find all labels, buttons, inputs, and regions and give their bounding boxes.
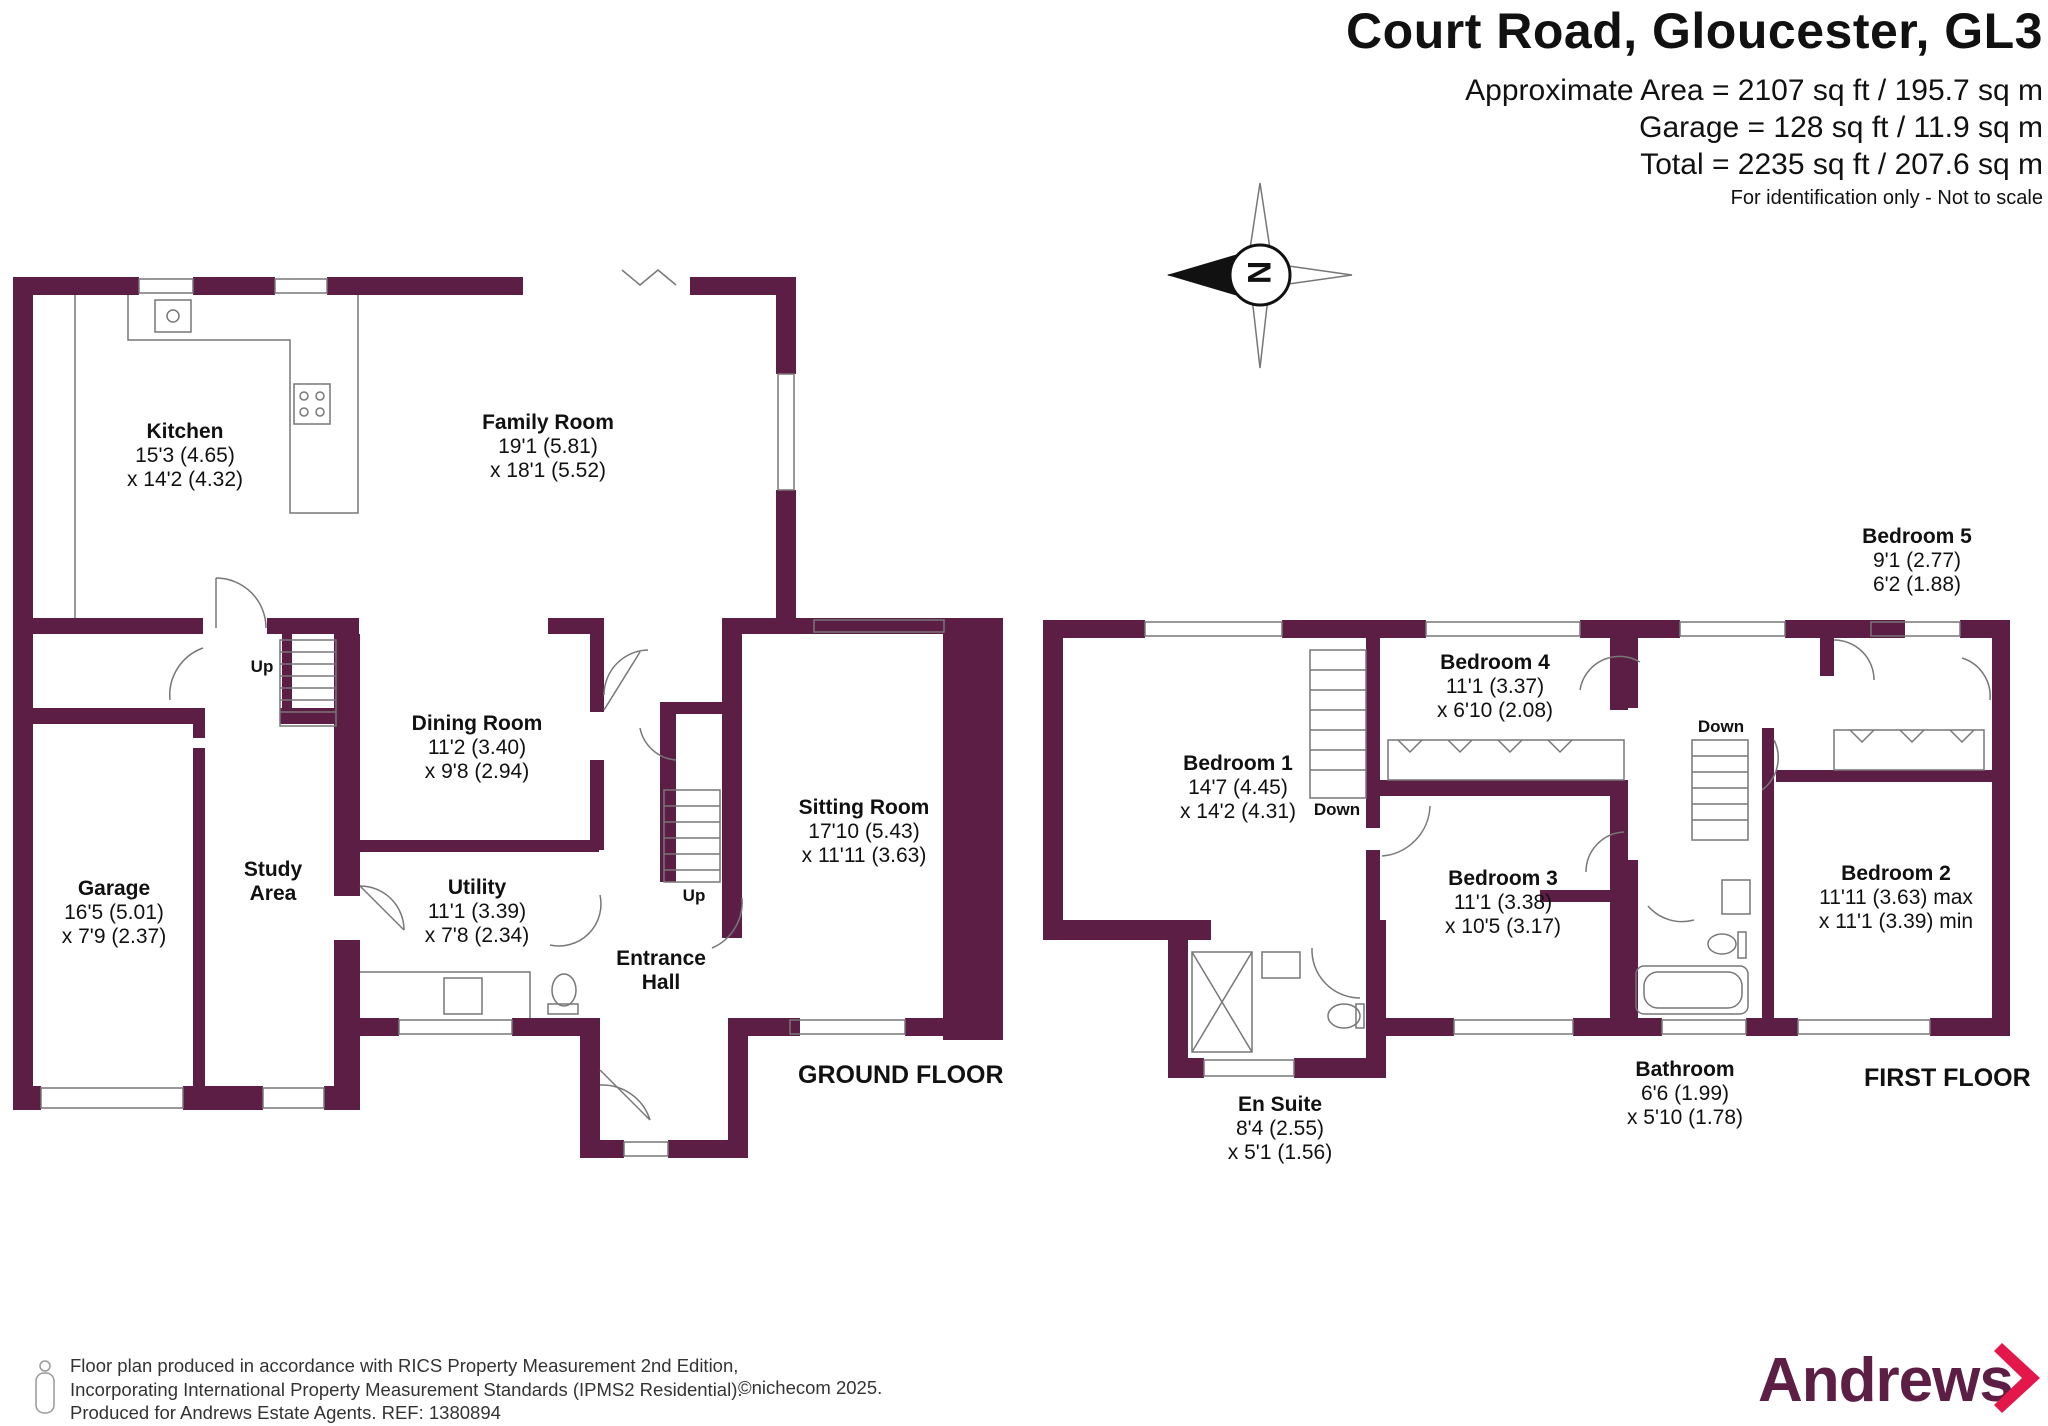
bedroom-4-label: Bedroom 4 11'1 (3.37) x 6'10 (2.08): [1437, 651, 1553, 723]
footer-line-3: Produced for Andrews Estate Agents. REF:…: [70, 1402, 501, 1423]
bathroom-dim1: 6'6 (1.99): [1640, 1082, 1730, 1105]
dining-room-name: Dining Room: [411, 712, 543, 735]
ground-floor-label: GROUND FLOOR: [798, 1061, 1004, 1089]
utility-name: Utility: [447, 876, 507, 899]
dining-room-dim1: 11'2 (3.40): [427, 736, 527, 759]
family-room-dim2: x 18'1 (5.52): [489, 459, 607, 482]
stairs-down-label-1: Down: [1313, 800, 1361, 819]
hall-name-line1: Entrance: [616, 947, 706, 970]
utility-label: Utility 11'1 (3.39) x 7'8 (2.34): [425, 876, 529, 948]
dining-room-label: Dining Room 11'2 (3.40) x 9'8 (2.94): [412, 712, 543, 784]
compass-rose: [1167, 182, 1353, 369]
footer-copyright: ©nichecom 2025.: [738, 1377, 883, 1398]
bathroom-dim2: x 5'10 (1.78): [1626, 1106, 1744, 1129]
bathroom-label: Bathroom 6'6 (1.99) x 5'10 (1.78): [1627, 1058, 1743, 1130]
bedroom-2-name: Bedroom 2: [1841, 862, 1951, 885]
garage-label: Garage 16'5 (5.01) x 7'9 (2.37): [62, 877, 166, 949]
first-floor-label: FIRST FLOOR: [1864, 1064, 2031, 1092]
en-suite-dim1: 8'4 (2.55): [1235, 1117, 1325, 1140]
stairs-up-label-2: Up: [682, 886, 706, 905]
study-area-label: Study Area: [244, 858, 302, 906]
utility-dim2: x 7'8 (2.34): [424, 924, 530, 947]
garage-name: Garage: [77, 877, 151, 900]
bedroom-1-dim1: 14'7 (4.45): [1188, 776, 1288, 799]
sitting-room-dim1: 17'10 (5.43): [808, 820, 920, 843]
garage-dim2: x 7'9 (2.37): [61, 925, 167, 948]
bedroom-5-dim1: 9'1 (2.77): [1872, 549, 1962, 572]
utility-dim1: 11'1 (3.39): [427, 900, 527, 923]
approx-area: Approximate Area = 2107 sq ft / 195.7 sq…: [1465, 74, 2043, 107]
scale-note: For identification only - Not to scale: [1730, 187, 2043, 209]
study-name-line1: Study: [243, 858, 303, 881]
footer-line-2: Incorporating International Property Mea…: [70, 1378, 743, 1400]
garage-area: Garage = 128 sq ft / 11.9 sq m: [1639, 111, 2043, 144]
family-room-name: Family Room: [482, 411, 614, 434]
person-scale-icon: [35, 1360, 55, 1414]
bedroom-2-dim2: x 11'1 (3.39) min: [1818, 910, 1974, 933]
bedroom-4-dim2: x 6'10 (2.08): [1436, 699, 1554, 722]
kitchen-dim2: x 14'2 (4.32): [126, 468, 244, 491]
sitting-room-label: Sitting Room 17'10 (5.43) x 11'11 (3.63): [799, 796, 930, 868]
sitting-room-dim2: x 11'11 (3.63): [801, 844, 927, 867]
first-floor-fixtures: [1144, 621, 1991, 1077]
bedroom-4-dim1: 11'1 (3.37): [1445, 675, 1545, 698]
bedroom-2-label: Bedroom 2 11'11 (3.63) max x 11'1 (3.39)…: [1819, 862, 1973, 934]
bedroom-4-name: Bedroom 4: [1440, 651, 1550, 674]
bedroom-3-dim2: x 10'5 (3.17): [1444, 915, 1562, 938]
total-area: Total = 2235 sq ft / 207.6 sq m: [1640, 148, 2043, 181]
brand-logo-text: Andrews: [1758, 1346, 2014, 1415]
bedroom-3-dim1: 11'1 (3.38): [1453, 891, 1553, 914]
sitting-room-name: Sitting Room: [798, 796, 930, 819]
kitchen-name: Kitchen: [146, 420, 224, 443]
footer-line-1: Floor plan produced in accordance with R…: [70, 1355, 739, 1376]
bedroom-5-label: Bedroom 5 9'1 (2.77) 6'2 (1.88): [1862, 525, 1972, 597]
bedroom-2-dim1: 11'11 (3.63) max: [1819, 886, 1973, 909]
en-suite-label: En Suite 8'4 (2.55) x 5'1 (1.56): [1228, 1093, 1332, 1165]
family-room-dim1: 19'1 (5.81): [498, 435, 598, 458]
bedroom-1-name: Bedroom 1: [1183, 752, 1293, 775]
bedroom-5-name: Bedroom 5: [1862, 525, 1972, 548]
entrance-hall-label: Entrance Hall: [616, 947, 706, 995]
hall-name-line2: Hall: [641, 971, 681, 994]
bedroom-1-dim2: x 14'2 (4.31): [1179, 800, 1297, 823]
bedroom-5-dim2: 6'2 (1.88): [1872, 573, 1962, 596]
bathroom-name: Bathroom: [1635, 1058, 1735, 1081]
bedroom-3-name: Bedroom 3: [1448, 867, 1558, 890]
ground-floor-walls: [13, 277, 1003, 1158]
brand-chevron-icon: [1994, 1343, 2040, 1413]
garage-dim1: 16'5 (5.01): [64, 901, 164, 924]
study-name-line2: Area: [249, 882, 297, 905]
kitchen-dim1: 15'3 (4.65): [135, 444, 235, 467]
property-title: Court Road, Gloucester, GL3: [1346, 3, 2043, 59]
stairs-up-label-1: Up: [250, 657, 274, 676]
stairs-down-label-2: Down: [1697, 717, 1745, 736]
footer-notes: Floor plan produced in accordance with R…: [70, 1354, 743, 1425]
family-room-label: Family Room 19'1 (5.81) x 18'1 (5.52): [482, 411, 614, 483]
ground-floor-fixtures: [40, 269, 945, 1157]
kitchen-label: Kitchen 15'3 (4.65) x 14'2 (4.32): [127, 420, 243, 492]
dining-room-dim2: x 9'8 (2.94): [424, 760, 530, 783]
bedroom-3-label: Bedroom 3 11'1 (3.38) x 10'5 (3.17): [1445, 867, 1561, 939]
compass-north-letter: N: [1241, 260, 1278, 285]
en-suite-name: En Suite: [1237, 1093, 1322, 1116]
bedroom-1-label: Bedroom 1 14'7 (4.45) x 14'2 (4.31): [1180, 752, 1296, 824]
first-floor-walls: [1043, 620, 2010, 1078]
en-suite-dim2: x 5'1 (1.56): [1227, 1141, 1333, 1164]
area-summary: Approximate Area = 2107 sq ft / 195.7 sq…: [1465, 72, 2043, 183]
